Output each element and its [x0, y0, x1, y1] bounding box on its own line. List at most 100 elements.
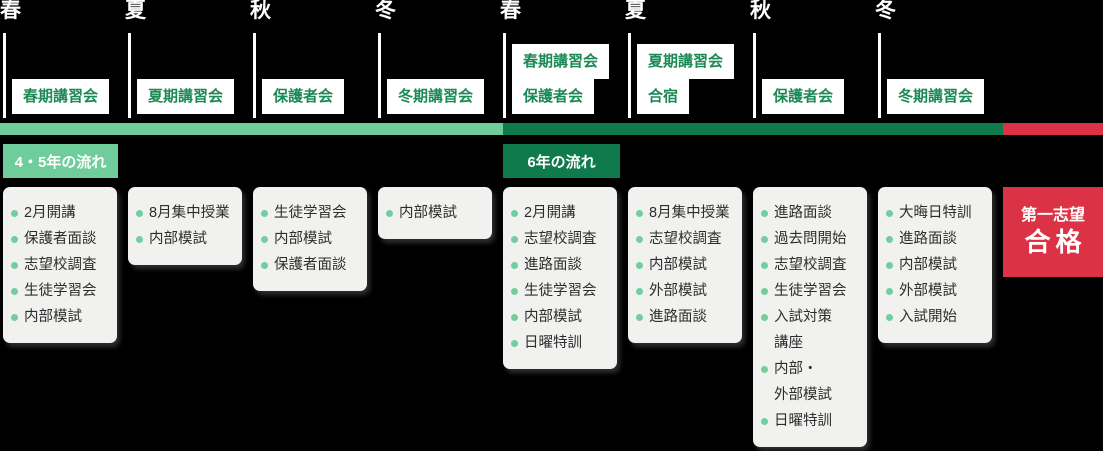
schedule-item: 外部模試: [886, 278, 989, 304]
schedule-item: 内部模試: [386, 200, 489, 226]
schedule-item: 志望校調査: [636, 226, 739, 252]
bullet-icon: [261, 235, 268, 243]
bullet-icon: [886, 313, 893, 321]
season-tick-line: [878, 33, 881, 118]
schedule-item: 内部模試: [636, 252, 739, 278]
timeline-bar-grade45: [0, 123, 503, 135]
season-tick-line: [378, 33, 381, 118]
schedule-item: 内部模試: [11, 304, 114, 330]
event-label: 冬期講習会: [387, 79, 485, 114]
schedule-item: 生徒学習会: [511, 278, 614, 304]
schedule-item: 生徒学習会: [761, 278, 864, 304]
bullet-icon: [511, 313, 518, 321]
season-label: 秋: [250, 0, 271, 22]
schedule-item: 入試対策 講座: [761, 304, 864, 356]
bullet-icon: [886, 261, 893, 269]
bullet-icon: [511, 209, 518, 217]
schedule-item: 8月集中授業: [636, 200, 739, 226]
bullet-icon: [511, 261, 518, 269]
schedule-item: 過去問開始: [761, 226, 864, 252]
event-label: 春期講習会: [12, 79, 110, 114]
event-label: 夏期講習会: [137, 79, 235, 114]
schedule-item: 内部・ 外部模試: [761, 356, 864, 408]
schedule-item: 志望校調査: [11, 252, 114, 278]
phase-label-grade45: 4・5年の流れ: [3, 144, 118, 178]
schedule-card: 2月開講 志望校調査 進路面談 生徒学習会 内部模試 日曜特訓: [503, 187, 617, 369]
season-tick-line: [3, 33, 6, 118]
bullet-icon: [11, 287, 18, 295]
column-grade6-spring: 春 春期講習会 保護者会 2月開講 志望校調査 進路面談 生徒学習会 内部模試 …: [500, 0, 628, 451]
goal-box: 第一志望 合格: [1003, 187, 1103, 277]
season-label: 冬: [875, 0, 896, 22]
schedule-item: 大晦日特訓: [886, 200, 989, 226]
season-label: 夏: [625, 0, 646, 22]
season-tick-line: [253, 33, 256, 118]
schedule-item: 志望校調査: [511, 226, 614, 252]
season-label: 冬: [375, 0, 396, 22]
schedule-item: 2月開講: [11, 200, 114, 226]
schedule-item: 2月開講: [511, 200, 614, 226]
column-grade45-spring: 春 春期講習会 2月開講 保護者面談 志望校調査 生徒学習会 内部模試: [0, 0, 128, 451]
timeline-bar-grade6: [503, 123, 1003, 135]
bullet-icon: [636, 235, 643, 243]
schedule-item: 内部模試: [886, 252, 989, 278]
bullet-icon: [761, 261, 768, 269]
event-label: 保護者会: [512, 79, 595, 114]
event-label: 冬期講習会: [887, 79, 985, 114]
schedule-item: 内部模試: [261, 226, 364, 252]
schedule-card: 生徒学習会 内部模試 保護者面談: [253, 187, 367, 291]
schedule-card: 内部模試: [378, 187, 492, 239]
schedule-item: 保護者面談: [11, 226, 114, 252]
bullet-icon: [511, 339, 518, 347]
schedule-item: 8月集中授業: [136, 200, 239, 226]
schedule-card: 8月集中授業 内部模試: [128, 187, 242, 265]
season-tick-line: [628, 33, 631, 118]
bullet-icon: [511, 287, 518, 295]
schedule-item: 内部模試: [136, 226, 239, 252]
bullet-icon: [511, 235, 518, 243]
season-label: 春: [500, 0, 521, 22]
bullet-icon: [636, 287, 643, 295]
schedule-item: 進路面談: [761, 200, 864, 226]
bullet-icon: [136, 209, 143, 217]
season-label: 春: [0, 0, 21, 22]
bullet-icon: [386, 209, 393, 217]
bullet-icon: [11, 235, 18, 243]
schedule-item: 生徒学習会: [11, 278, 114, 304]
goal-line2: 合格: [1024, 227, 1087, 257]
schedule-item: 進路面談: [636, 304, 739, 330]
bullet-icon: [761, 365, 768, 373]
bullet-icon: [761, 417, 768, 425]
bullet-icon: [761, 235, 768, 243]
bullet-icon: [636, 313, 643, 321]
bullet-icon: [261, 209, 268, 217]
schedule-card: 8月集中授業 志望校調査 内部模試 外部模試 進路面談: [628, 187, 742, 343]
column-grade45-summer: 夏 夏期講習会 8月集中授業 内部模試: [125, 0, 253, 451]
schedule-card: 大晦日特訓 進路面談 内部模試 外部模試 入試開始: [878, 187, 992, 343]
season-tick-line: [753, 33, 756, 118]
bullet-icon: [761, 209, 768, 217]
event-label: 夏期講習会: [637, 44, 735, 79]
schedule-item: 日曜特訓: [761, 408, 864, 434]
bullet-icon: [136, 235, 143, 243]
schedule-item: 入試開始: [886, 304, 989, 330]
bullet-icon: [761, 287, 768, 295]
column-grade6-summer: 夏 夏期講習会 合宿 8月集中授業 志望校調査 内部模試 外部模試 進路面談: [625, 0, 753, 451]
schedule-item: 保護者面談: [261, 252, 364, 278]
bullet-icon: [11, 261, 18, 269]
event-label: 保護者会: [762, 79, 845, 114]
schedule-item: 内部模試: [511, 304, 614, 330]
season-tick-line: [128, 33, 131, 118]
schedule-item: 生徒学習会: [261, 200, 364, 226]
column-grade6-autumn: 秋 保護者会 進路面談 過去問開始 志望校調査 生徒学習会 入試対策 講座 内部…: [750, 0, 878, 451]
bullet-icon: [11, 209, 18, 217]
schedule-item: 外部模試: [636, 278, 739, 304]
season-label: 秋: [750, 0, 771, 22]
bullet-icon: [761, 313, 768, 321]
column-grade6-winter: 冬 冬期講習会 大晦日特訓 進路面談 内部模試 外部模試 入試開始: [875, 0, 1003, 451]
column-grade45-winter: 冬 冬期講習会 内部模試: [375, 0, 503, 451]
column-grade45-autumn: 秋 保護者会 生徒学習会 内部模試 保護者面談: [250, 0, 378, 451]
bullet-icon: [886, 235, 893, 243]
event-label: 春期講習会: [512, 44, 610, 79]
